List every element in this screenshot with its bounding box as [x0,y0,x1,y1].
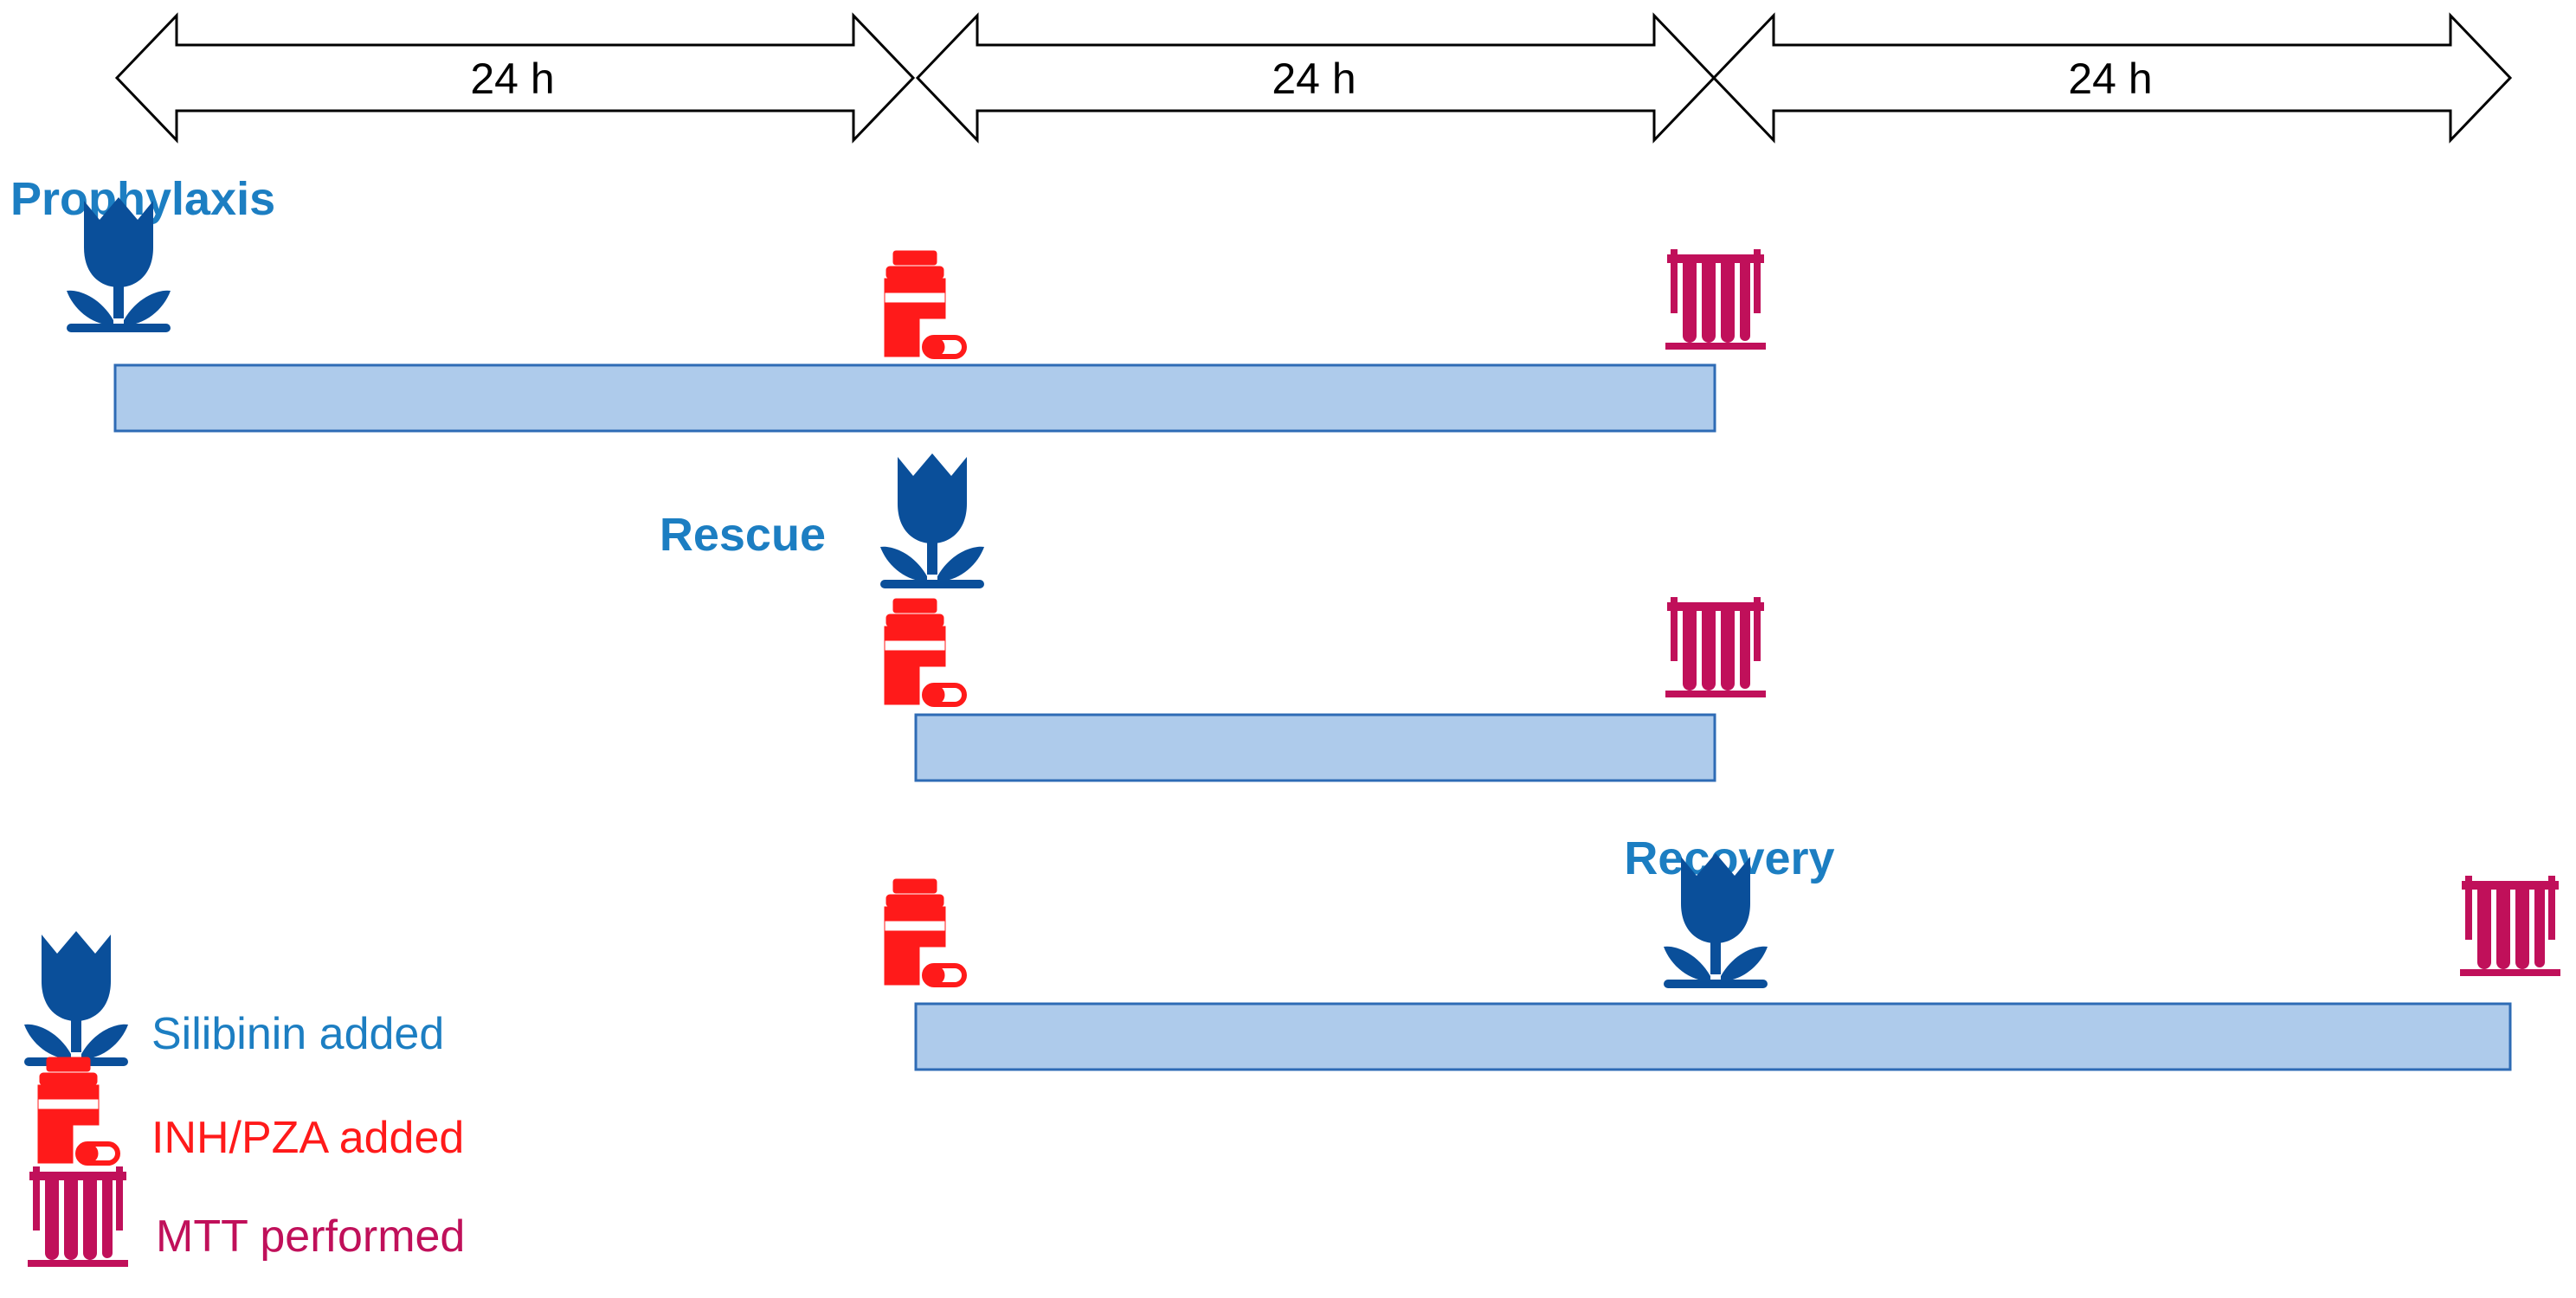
timeline-arrow-1 [114,12,916,144]
prophylaxis-group: Prophylaxis [10,173,1766,433]
tulip-icon [24,931,128,1066]
test-tube-rack-icon [28,1166,128,1267]
rescue-group: Rescue [660,453,1766,782]
test-tube-rack-icon [1665,249,1766,350]
rescue-bar [914,713,1716,782]
pill-bottle-icon [885,251,964,357]
tulip-icon [880,453,984,588]
rescue-label: Rescue [660,509,826,561]
legend-mtt-label: MTT performed [156,1211,465,1262]
timeline-arrows: 24 h 24 h 24 h [114,12,2513,144]
pill-bottle-icon [885,599,964,704]
timeline-label-1: 24 h [470,55,554,103]
test-tube-rack-icon [2460,876,2560,976]
legend-drug-label: INH/PZA added [151,1113,464,1163]
timeline-arrow-3 [1711,12,2513,144]
test-tube-rack-icon [1665,597,1766,697]
timeline-label-3: 24 h [2068,55,2152,103]
pill-bottle-icon [885,879,964,985]
recovery-bar [914,1002,2512,1071]
legend-silibinin-label: Silibinin added [151,1009,444,1059]
timeline-label-2: 24 h [1272,55,1356,103]
pill-bottle-icon [38,1057,118,1163]
legend: Silibinin added INH/PZA added MTT perfor… [24,931,465,1267]
prophylaxis-bar [113,363,1716,433]
recovery-group: Recovery [885,832,2560,1071]
